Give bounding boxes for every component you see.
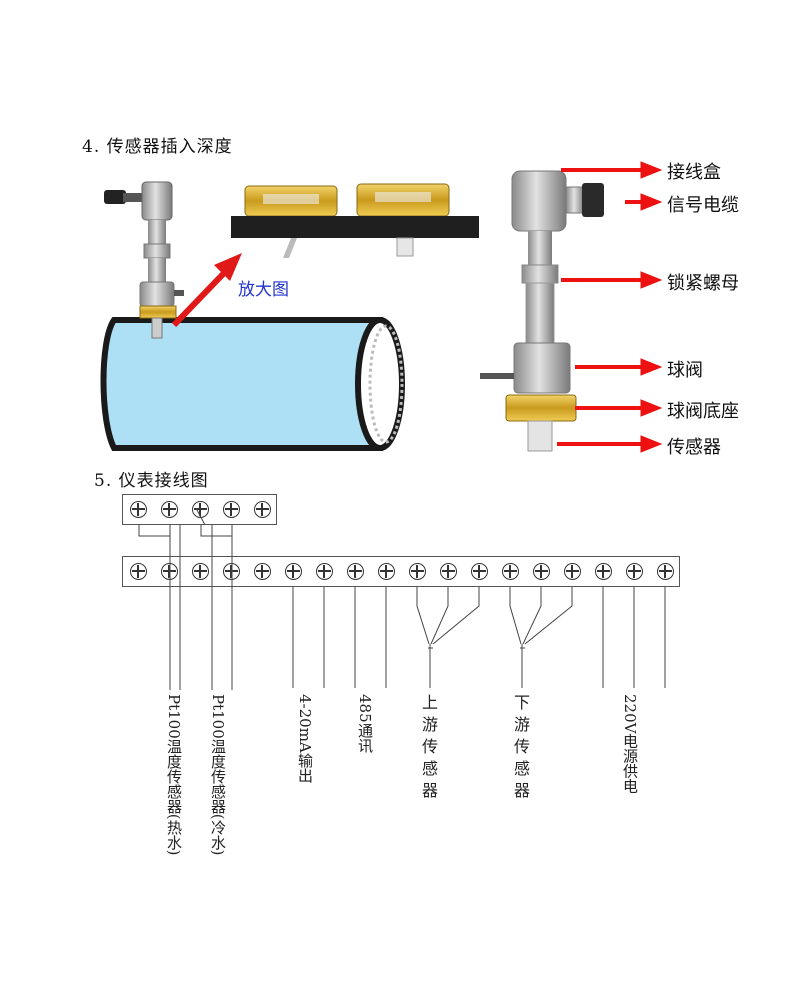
screw-icon [316,563,333,580]
screw-icon [130,563,147,580]
top-terminal [247,494,278,525]
screw-icon [285,563,302,580]
screw-icon [223,501,240,518]
screw-icon [161,501,178,518]
sensor-assembly-small [104,181,184,339]
screw-icon [409,563,426,580]
main-terminal [619,556,650,587]
label-pt100-cold: Pt100温度传感器(冷水) [209,694,227,856]
top-terminal [123,494,154,525]
label-downstream-sensor: 下游传感器 [511,694,530,804]
main-terminal [495,556,526,587]
main-terminal [526,556,557,587]
screw-icon [502,563,519,580]
screw-icon [564,563,581,580]
main-terminal [371,556,402,587]
screw-icon [378,563,395,580]
section-5-title: 5. 仪表接线图 [94,471,209,491]
screw-icon [657,563,674,580]
main-terminal [278,556,309,587]
label-upstream-sensor: 上游传感器 [419,694,438,804]
zoom-label: 放大图 [238,280,289,300]
main-terminal [650,556,681,587]
screw-icon [440,563,457,580]
main-terminal [464,556,495,587]
main-terminal [433,556,464,587]
main-terminal [247,556,278,587]
callout-ball-valve: 球阀 [667,360,703,381]
main-terminal [588,556,619,587]
sensor-assembly-large [480,170,604,452]
zoom-arrow [171,253,242,328]
main-terminal [185,556,216,587]
label-485-comm: 485通讯 [356,694,374,753]
screw-icon [254,563,271,580]
main-terminal-strip [122,556,680,587]
main-terminal [123,556,154,587]
main-terminal [402,556,433,587]
callout-sensor: 传感器 [667,437,721,458]
label-pt100-hot: Pt100温度传感器(热水) [165,694,183,856]
label-4-20ma-output: 4-20mA输出 [296,694,314,783]
callout-junction-box: 接线盒 [667,162,721,183]
label-220v-power: 220V电源供电 [621,694,639,794]
screw-icon [533,563,550,580]
callout-arrows [557,161,663,453]
screw-icon [347,563,364,580]
section-4-title: 4. 传感器插入深度 [82,137,233,157]
top-terminal [154,494,185,525]
screw-icon [626,563,643,580]
pipe-illustration [100,181,405,451]
screw-icon [595,563,612,580]
callout-lock-nut: 锁紧螺母 [667,273,739,294]
pipe [100,317,405,451]
screw-icon [254,501,271,518]
callout-valve-base: 球阀底座 [667,401,739,422]
screw-icon [192,563,209,580]
main-terminal [340,556,371,587]
callout-signal-cable: 信号电缆 [667,195,739,216]
screw-icon [130,501,147,518]
top-terminal-strip [122,494,277,525]
main-terminal [557,556,588,587]
top-terminal [216,494,247,525]
main-terminal [309,556,340,587]
zoom-detail [231,183,479,258]
screw-icon [471,563,488,580]
